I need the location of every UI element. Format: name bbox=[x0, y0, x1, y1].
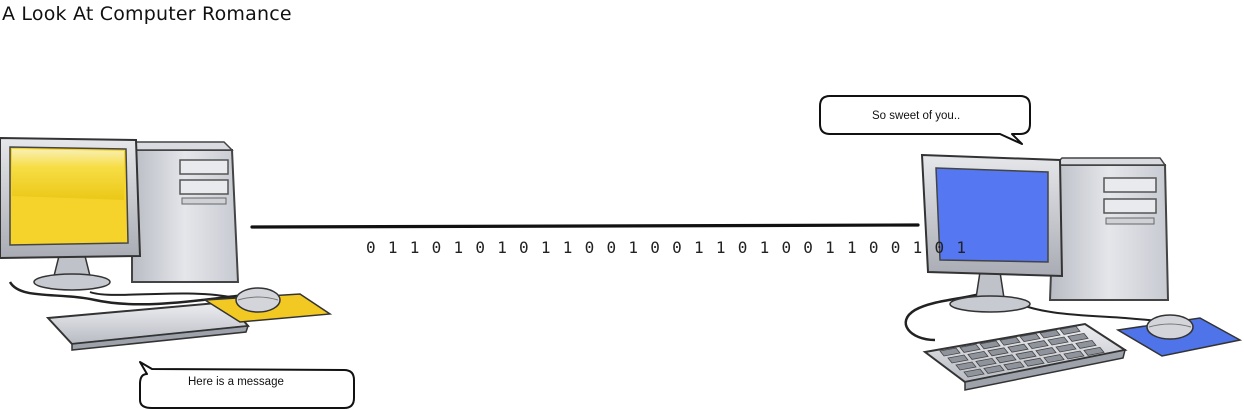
keyboard-key bbox=[1075, 339, 1097, 349]
keyboard-key bbox=[999, 336, 1021, 346]
keyboard-key bbox=[1007, 343, 1029, 353]
keyboard-key bbox=[1047, 336, 1069, 346]
keyboard-key bbox=[1059, 325, 1081, 335]
receiver-tower bbox=[1048, 157, 1170, 301]
sender-mouse bbox=[202, 287, 333, 323]
keyboard-key bbox=[947, 354, 969, 364]
keyboard-key bbox=[1003, 361, 1025, 371]
keyboard-key bbox=[987, 347, 1009, 357]
keyboard-key bbox=[959, 343, 981, 353]
left-speech-bubble bbox=[139, 361, 355, 409]
keyboard-key bbox=[967, 350, 989, 360]
sender-tower bbox=[124, 141, 240, 283]
keyboard-key bbox=[955, 361, 977, 371]
sender-monitor bbox=[0, 136, 142, 291]
receiver-mouse bbox=[1115, 314, 1243, 357]
sender-keyboard bbox=[45, 300, 250, 351]
keyboard-key bbox=[1019, 333, 1041, 343]
keyboard-key bbox=[1063, 350, 1085, 360]
binary-stream-label: 0 1 1 0 1 0 1 0 1 1 0 0 1 0 0 1 1 0 1 0 … bbox=[366, 238, 968, 257]
keyboard-key bbox=[975, 357, 997, 367]
keyboard-key bbox=[1043, 354, 1065, 364]
cable bbox=[89, 291, 231, 298]
keyboard-key bbox=[1067, 332, 1089, 342]
diagram-title: A Look At Computer Romance bbox=[2, 3, 292, 25]
keyboard-key bbox=[1023, 357, 1045, 367]
receiver-monitor bbox=[920, 153, 1064, 313]
left-bubble-text: Here is a message bbox=[188, 376, 284, 388]
keyboard-key bbox=[1015, 350, 1037, 360]
keyboard-key bbox=[1083, 346, 1105, 356]
keyboard-key bbox=[1055, 343, 1077, 353]
keyboard-key bbox=[963, 368, 985, 378]
sender-computer bbox=[0, 136, 333, 351]
keyboard-key bbox=[939, 347, 961, 357]
keyboard-key bbox=[995, 354, 1017, 364]
right-speech-bubble bbox=[819, 95, 1031, 145]
keyboard-key bbox=[1039, 329, 1061, 339]
receiver-keyboard bbox=[922, 322, 1128, 391]
connection-line bbox=[250, 223, 920, 229]
keyboard-key bbox=[983, 364, 1005, 374]
keyboard-key bbox=[1035, 347, 1057, 357]
right-bubble-text: So sweet of you.. bbox=[872, 110, 961, 122]
keyboard-key bbox=[979, 340, 1001, 350]
keyboard-key bbox=[1027, 340, 1049, 350]
receiver-screen bbox=[935, 167, 1049, 263]
receiver-computer bbox=[904, 153, 1243, 391]
